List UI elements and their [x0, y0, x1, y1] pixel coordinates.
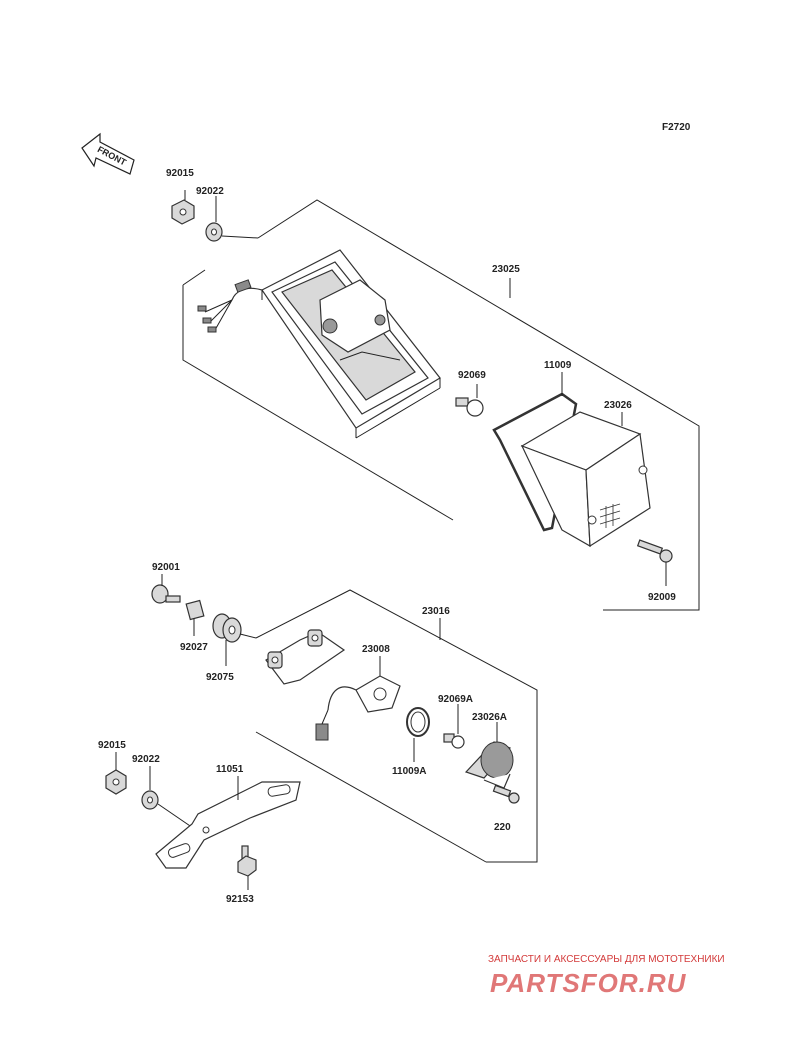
part-label-23008: 23008 — [362, 644, 390, 655]
part-label-23026A: 23026A — [472, 712, 507, 723]
washer-92022-bottom — [141, 790, 159, 810]
part-label-11051: 11051 — [216, 764, 244, 775]
wiring-harness — [197, 279, 263, 333]
grommet-92075 — [212, 613, 242, 643]
lens-23026 — [520, 411, 651, 548]
part-label-220: 220 — [494, 822, 511, 833]
screw-92009 — [636, 539, 673, 563]
part-label-11009: 11009 — [544, 360, 572, 371]
washer-92022-top — [205, 222, 223, 242]
part-label-92027: 92027 — [180, 642, 208, 653]
collar-92027 — [185, 599, 205, 621]
assembly-box-bottom — [255, 589, 538, 863]
lens-23026A — [464, 741, 514, 789]
watermark-brand: PARTSFOR.RU — [490, 968, 687, 998]
socket-23008 — [315, 675, 401, 741]
watermark-logo: ЗАПЧАСТИ И АКСЕССУАРЫ ДЛЯ МОТОТЕХНИКИ PA… — [488, 954, 725, 998]
front-arrow-icon: FRONT — [81, 132, 135, 175]
watermark-tagline: ЗАПЧАСТИ И АКСЕССУАРЫ ДЛЯ МОТОТЕХНИКИ — [488, 954, 725, 965]
bulb-92069 — [455, 397, 484, 417]
part-label-92069A: 92069A — [438, 694, 473, 705]
part-label-23026: 23026 — [604, 400, 632, 411]
part-label-23016: 23016 — [422, 606, 450, 617]
taillight-housing — [261, 249, 441, 439]
part-label-23025: 23025 — [492, 264, 520, 275]
part-label-92075: 92075 — [206, 672, 234, 683]
part-label-92015-bottom: 92015 — [98, 740, 126, 751]
part-label-92009: 92009 — [648, 592, 676, 603]
part-label-92069: 92069 — [458, 370, 486, 381]
plate-bracket-11051 — [155, 781, 301, 869]
part-label-92015-top: 92015 — [166, 168, 194, 179]
screw-220 — [492, 784, 520, 804]
part-label-92022-top: 92022 — [196, 186, 224, 197]
bolt-92001 — [151, 584, 181, 604]
part-label-92022-bottom: 92022 — [132, 754, 160, 765]
bulb-92069A — [443, 733, 465, 749]
gasket-11009A — [406, 707, 430, 737]
assembly-box-top — [182, 199, 700, 611]
figure-ref: F2720 — [662, 122, 691, 133]
part-label-92001: 92001 — [152, 562, 180, 573]
nut-92015-top — [171, 199, 195, 225]
part-label-11009A: 11009A — [392, 766, 426, 777]
bolt-92153 — [237, 845, 257, 877]
part-label-92153: 92153 — [226, 894, 254, 905]
lamp-bracket — [265, 629, 346, 685]
nut-92015-bottom — [105, 769, 127, 795]
